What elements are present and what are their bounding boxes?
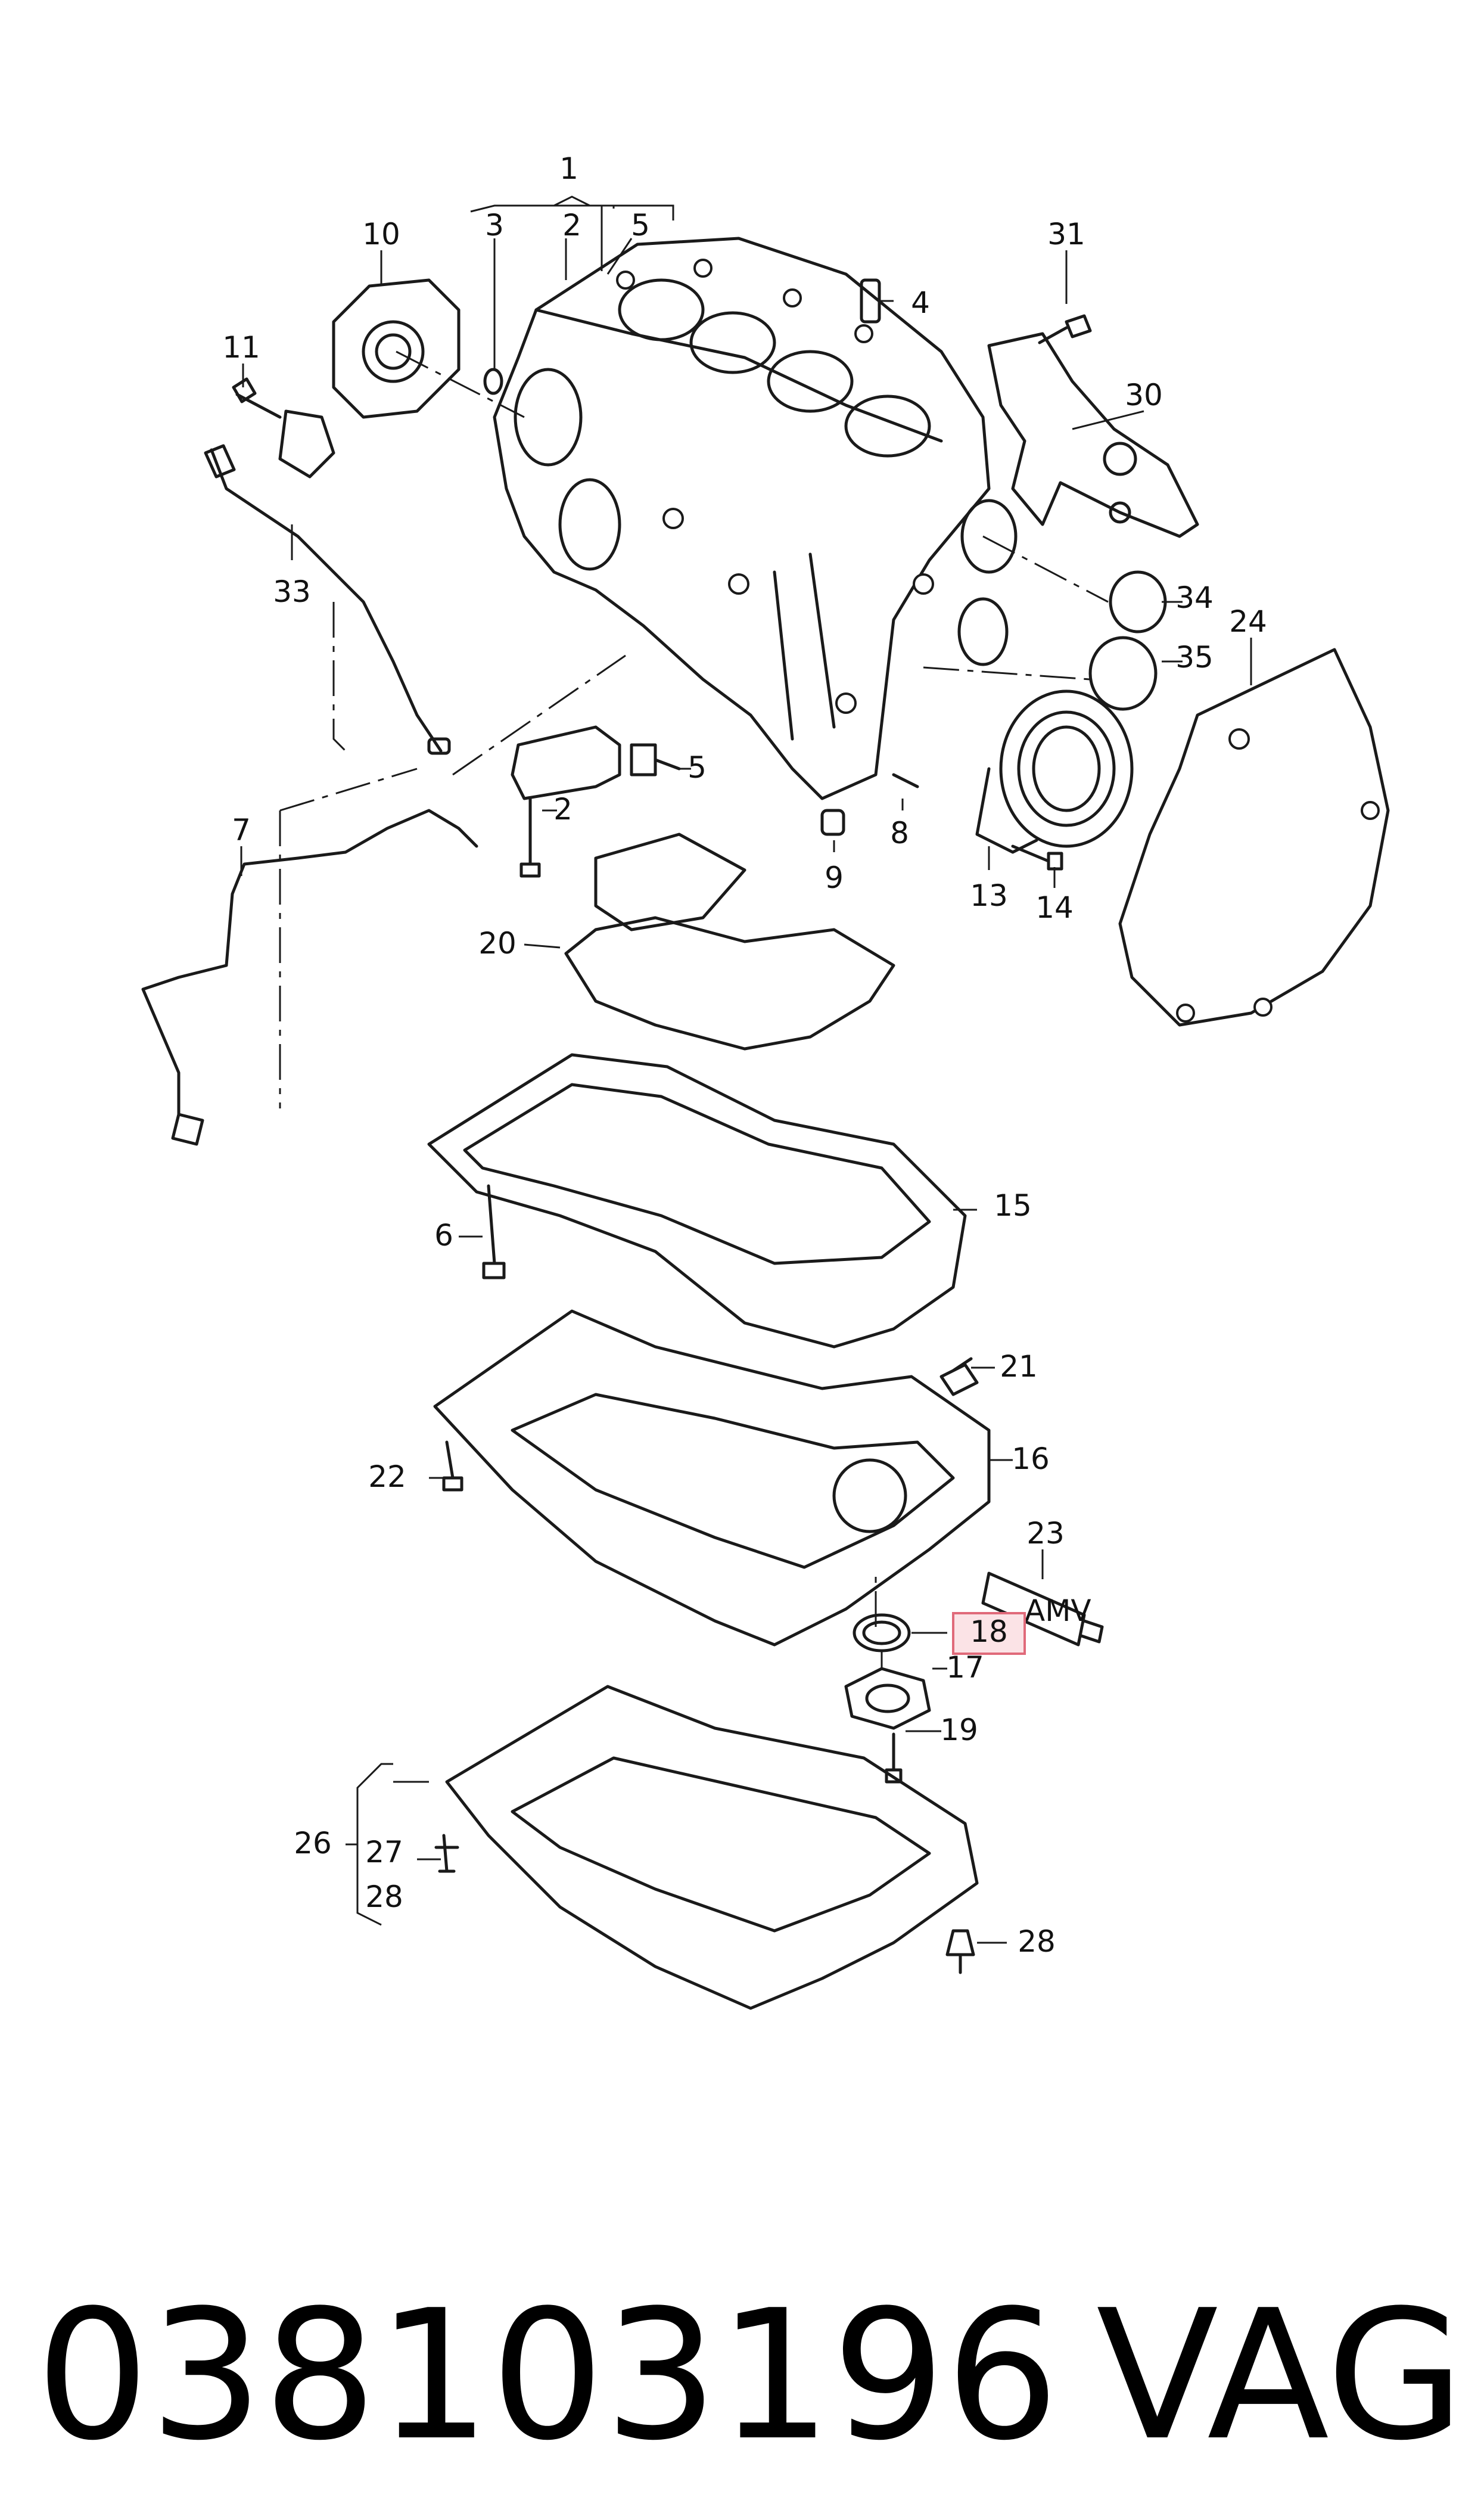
bolt-11-drawing [232, 377, 282, 419]
callout-label-26: 26 [294, 1826, 332, 1860]
intermediate-plate-24-drawing [1118, 648, 1390, 1027]
callout-label-6: 6 [434, 1218, 453, 1253]
callout-label-30: 30 [1125, 378, 1163, 412]
callout-label-15: 15 [994, 1188, 1032, 1223]
callout-label-17: 17 [946, 1650, 984, 1685]
baffle-20-drawing [564, 916, 895, 1051]
callout-label-2: 2 [562, 208, 581, 243]
lower-oil-pan-16-drawing [433, 1309, 991, 1647]
callout-label-9: 9 [825, 861, 844, 895]
callout-label-22: 22 [368, 1459, 406, 1494]
o-ring-3-drawing [483, 368, 503, 395]
callout-label-5: 5 [631, 208, 650, 243]
callout-label-35: 35 [1175, 640, 1214, 675]
callout-label-3: 3 [485, 208, 504, 243]
bolt-6-drawing [482, 1184, 506, 1279]
bearing-cap-drawing [511, 725, 621, 800]
callout-label-10: 10 [362, 217, 400, 251]
sender-flange-17-drawing [844, 1667, 931, 1730]
callout-label-16: 16 [1012, 1442, 1050, 1476]
callout-label-19: 19 [940, 1713, 978, 1747]
dowel-9-drawing [820, 809, 845, 836]
drain-plug-21-drawing [939, 1357, 979, 1396]
oil-pan-assembly-26-drawing [445, 1685, 979, 2010]
leader-lines [240, 195, 1252, 1944]
callout-label-21: 21 [1000, 1349, 1038, 1384]
callout-label-31: 31 [1047, 217, 1085, 251]
callout-label-1: 1 [559, 151, 578, 186]
callout-label-7: 7 [232, 813, 251, 847]
bolt-2-drawing [519, 797, 541, 878]
engine-block-drawing [493, 237, 1018, 800]
hose-7-drawing [141, 809, 478, 1116]
callout-label-18: 18 [970, 1614, 1008, 1649]
callout-label-23: 23 [1026, 1516, 1065, 1551]
bolt-31-drawing [1038, 314, 1092, 344]
callout-label-5: 5 [687, 750, 707, 785]
callout-label-4: 4 [911, 285, 930, 320]
callout-label-13: 13 [970, 878, 1008, 913]
o-ring-35-drawing [1088, 636, 1158, 711]
callout-label-27: 27 [365, 1835, 403, 1869]
screw-27-drawing [434, 1834, 459, 1873]
callout-label-14: 14 [1035, 890, 1074, 925]
brand-name: VAG [1096, 2272, 1464, 2480]
callout-label-11: 11 [222, 330, 260, 365]
callout-label-20: 20 [478, 926, 517, 961]
bolt-22-drawing [442, 1440, 463, 1492]
bolt-14-drawing [1011, 844, 1063, 871]
callout-label-28: 28 [1018, 1924, 1056, 1959]
callout-label-2: 2 [553, 792, 573, 827]
clip-28-drawing [945, 1929, 975, 1974]
dipstick-tube-33-drawing [210, 448, 443, 753]
heat-shield-30-drawing [987, 332, 1199, 538]
part-number: 038103196 [36, 2272, 1059, 2480]
callout-label-28: 28 [365, 1880, 403, 1914]
oil-spray-jet-5-drawing [630, 743, 681, 776]
pin-8-drawing [892, 773, 919, 788]
callout-label-8: 8 [890, 816, 909, 850]
callout-label-33: 33 [273, 574, 311, 609]
sealant-tube-23-drawing [981, 1571, 1104, 1647]
svg-text:AMV: AMV [1025, 1594, 1091, 1628]
callout-label-34: 34 [1175, 580, 1214, 615]
alignment-lines [279, 350, 1109, 1669]
callout-label-24: 24 [1229, 604, 1267, 639]
rear-seal-flange-drawing [975, 689, 1134, 854]
front-seal-flange-drawing [278, 278, 461, 479]
highlight-box [952, 1612, 1026, 1655]
upper-oil-pan-15-drawing [427, 1053, 967, 1349]
o-ring-34-drawing [1109, 570, 1167, 633]
